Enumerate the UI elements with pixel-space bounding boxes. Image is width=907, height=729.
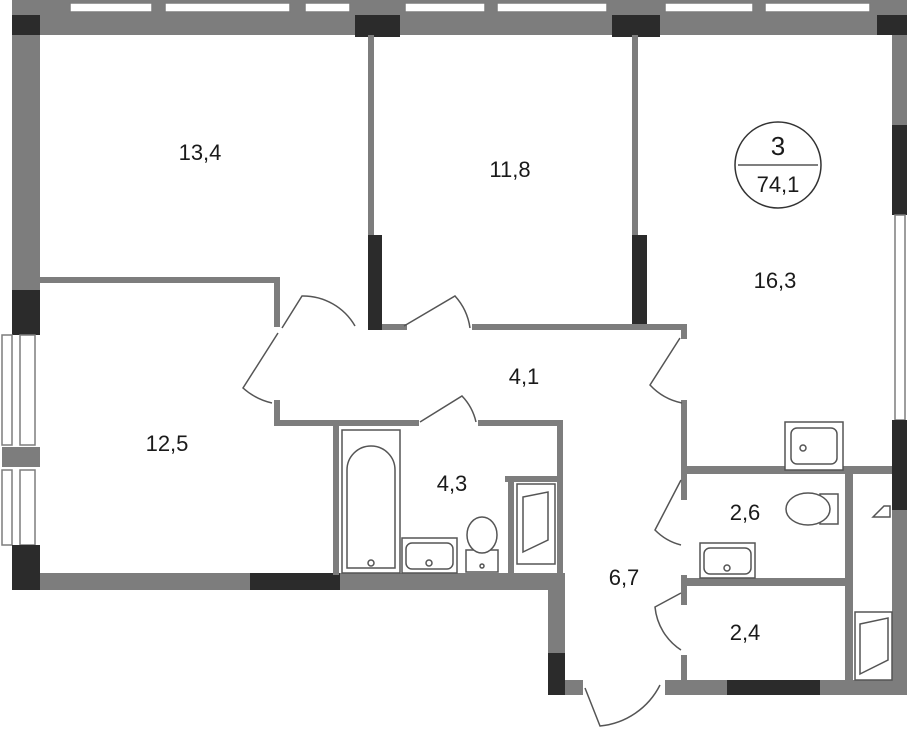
partition (681, 324, 687, 339)
column (548, 653, 565, 695)
room-area-label: 13,4 (179, 140, 222, 165)
outer-walls (1, 0, 907, 695)
top-wall-inner (12, 15, 907, 35)
room-area-label: 12,5 (146, 431, 189, 456)
window (1, 469, 13, 546)
door-swing (403, 295, 471, 329)
partition (274, 277, 280, 327)
partition (368, 35, 374, 235)
door-swing (654, 592, 682, 651)
left-wall (12, 35, 40, 290)
bottom-wall (565, 680, 583, 695)
bottom-wall (40, 573, 250, 590)
bottom-wall (340, 573, 565, 590)
window (664, 2, 754, 13)
total-area: 74,1 (757, 172, 800, 197)
window (19, 334, 36, 446)
fixtures (341, 421, 893, 681)
door-swing (649, 337, 683, 404)
appliance-icon (516, 483, 556, 565)
window (69, 2, 153, 13)
kitchen-sink-icon (784, 421, 844, 471)
column (355, 15, 400, 37)
column (632, 235, 647, 330)
partition (505, 476, 557, 482)
partition (472, 324, 687, 330)
window (19, 469, 36, 546)
partition (557, 420, 563, 575)
window (894, 214, 906, 421)
right-wall (892, 35, 907, 125)
room-area-label: 6,7 (609, 565, 640, 590)
rooms-count: 3 (771, 131, 785, 161)
doors (242, 295, 683, 727)
room-area-label: 4,1 (509, 364, 540, 389)
partition (40, 277, 280, 283)
room-area-label: 2,4 (730, 620, 761, 645)
vent-icon (871, 505, 891, 518)
partition (274, 420, 419, 426)
partition (681, 578, 851, 586)
room-area-label: 4,3 (437, 471, 468, 496)
toilet-icon (785, 492, 839, 526)
partition (333, 420, 339, 575)
partition (681, 655, 687, 685)
room-area-label: 16,3 (754, 268, 797, 293)
room-area-label: 2,6 (730, 500, 761, 525)
left-wall-pier (2, 447, 40, 467)
sink-icon (401, 537, 458, 574)
partition (382, 324, 407, 330)
window (496, 2, 608, 13)
apartment-badge: 3 74,1 (734, 121, 822, 209)
partition (681, 575, 687, 605)
bottom-wall (820, 680, 907, 695)
column (612, 15, 660, 37)
door-swing (242, 332, 279, 404)
partition (845, 474, 853, 680)
room-area-label: 11,8 (489, 157, 530, 182)
column (892, 420, 907, 510)
column (12, 290, 40, 335)
partition (274, 400, 280, 425)
sink-icon (699, 542, 756, 579)
window (164, 2, 291, 13)
column (250, 573, 340, 590)
bathtub-icon (341, 429, 401, 574)
partition (681, 400, 687, 500)
column (727, 680, 820, 695)
window (404, 2, 486, 13)
door-swing (654, 479, 682, 546)
partition (632, 35, 638, 235)
right-wall-lower (892, 510, 907, 690)
partition (508, 476, 514, 573)
door-swing (281, 295, 356, 329)
column (12, 545, 40, 590)
cabinet-icon (854, 611, 893, 681)
window (1, 334, 13, 446)
column (368, 235, 382, 330)
room-labels: 13,4 11,8 16,3 12,5 4,1 4,3 6,7 2,6 2,4 (146, 140, 797, 645)
bottom-wall-step (548, 573, 565, 653)
bottom-wall (665, 680, 727, 695)
partition (478, 420, 563, 426)
window (304, 2, 351, 13)
column (877, 15, 907, 35)
window (764, 2, 871, 13)
column (892, 125, 907, 215)
door-swing (419, 395, 477, 423)
door-swing (584, 684, 661, 727)
toilet-icon (465, 516, 499, 573)
